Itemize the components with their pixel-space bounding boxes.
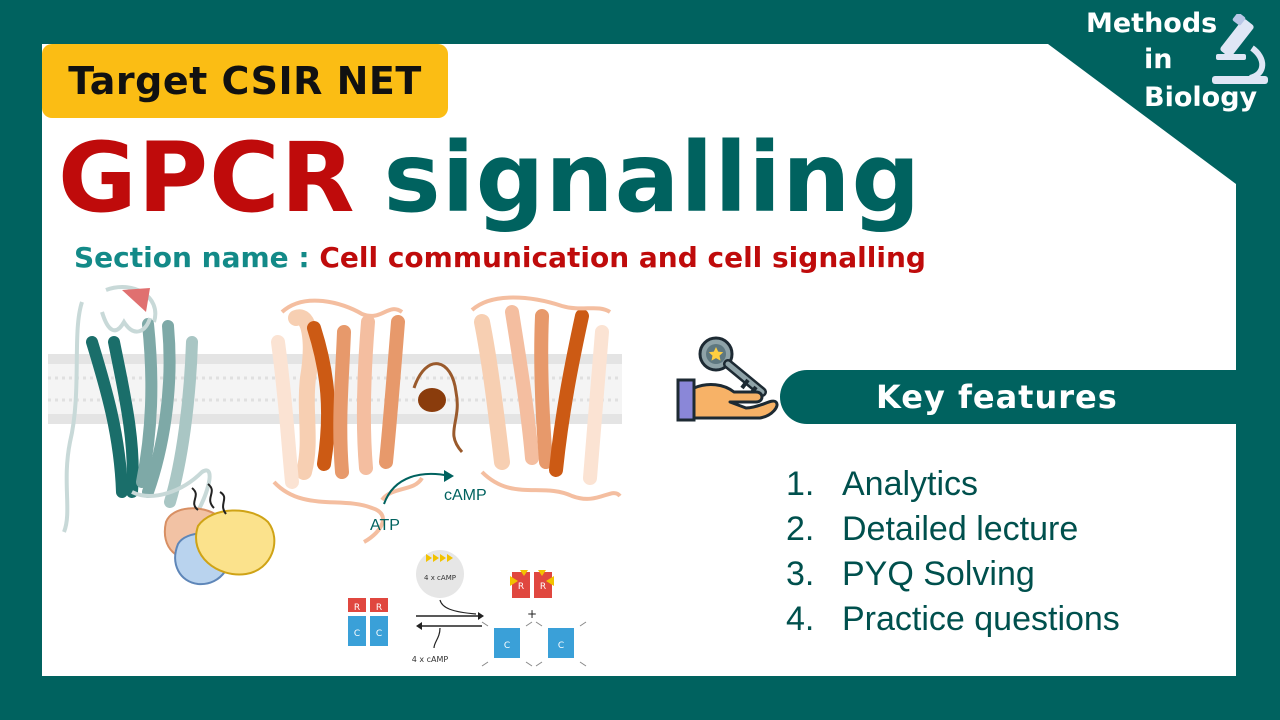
- features-list: 1. Analytics 2. Detailed lecture 3. PYQ Sol…: [786, 462, 1120, 642]
- title-gpcr: GPCR: [58, 122, 356, 234]
- section-line: Section name : Cell communication and ce…: [74, 238, 926, 278]
- feature-number: 4.: [786, 600, 815, 638]
- r-subunit-3: R: [518, 582, 524, 592]
- section-label: Section name :: [74, 241, 310, 274]
- atp-label: ATP: [370, 517, 400, 534]
- list-item: 4. Practice questions: [786, 597, 1120, 642]
- adenylyl-cyclase: [271, 295, 622, 544]
- arrow-head: [444, 470, 454, 482]
- list-item: 3. PYQ Solving: [786, 552, 1120, 597]
- c-subunit-1: C: [354, 629, 360, 639]
- camp-bubble-label: 4 x cAMP: [424, 574, 456, 582]
- g-protein: [163, 483, 276, 586]
- plus-sign: +: [527, 607, 537, 621]
- key-in-hand-icon: [676, 336, 779, 422]
- feature-number: 2.: [786, 510, 815, 548]
- r-subunit-1: R: [354, 603, 360, 613]
- c-subunit-free-2: C: [558, 641, 564, 651]
- title-signalling: signalling: [383, 122, 922, 234]
- feature-text: Detailed lecture: [842, 510, 1079, 548]
- c-subunit-free-1: C: [504, 641, 510, 651]
- section-value: Cell communication and cell signalling: [319, 241, 926, 274]
- brand-line-2: in: [1144, 44, 1173, 75]
- brand-line-1: Methods: [1086, 8, 1218, 39]
- list-item: 1. Analytics: [786, 462, 1120, 507]
- feature-text: PYQ Solving: [842, 555, 1035, 593]
- brand-line-3: Biology: [1144, 82, 1258, 113]
- target-badge-text: Target CSIR NET: [68, 59, 422, 103]
- gpcr-illustration: ATP cAMP 4 x cAMP R R C C 4 x cAMP R R +…: [48, 284, 622, 667]
- r-subunit-4: R: [540, 582, 546, 592]
- c-subunit-2: C: [376, 629, 382, 639]
- target-badge: Target CSIR NET: [42, 44, 448, 118]
- pka-activation: 4 x cAMP R R C C 4 x cAMP R R + C C: [348, 550, 587, 667]
- feature-number: 3.: [786, 555, 815, 593]
- key-features-bar: Key features: [780, 370, 1280, 424]
- camp-label: cAMP: [444, 487, 487, 504]
- r-subunit-2: R: [376, 603, 382, 613]
- gpcr-receptor: [62, 284, 212, 533]
- feature-text: Analytics: [842, 465, 979, 503]
- atp-camp-arrow: [383, 472, 451, 505]
- feature-number: 1.: [786, 465, 815, 503]
- key-features-heading: Key features: [876, 378, 1118, 416]
- microscope-icon: [1212, 14, 1268, 84]
- list-item: 2. Detailed lecture: [786, 507, 1120, 552]
- camp-release-label: 4 x cAMP: [412, 655, 449, 664]
- feature-text: Practice questions: [842, 600, 1120, 638]
